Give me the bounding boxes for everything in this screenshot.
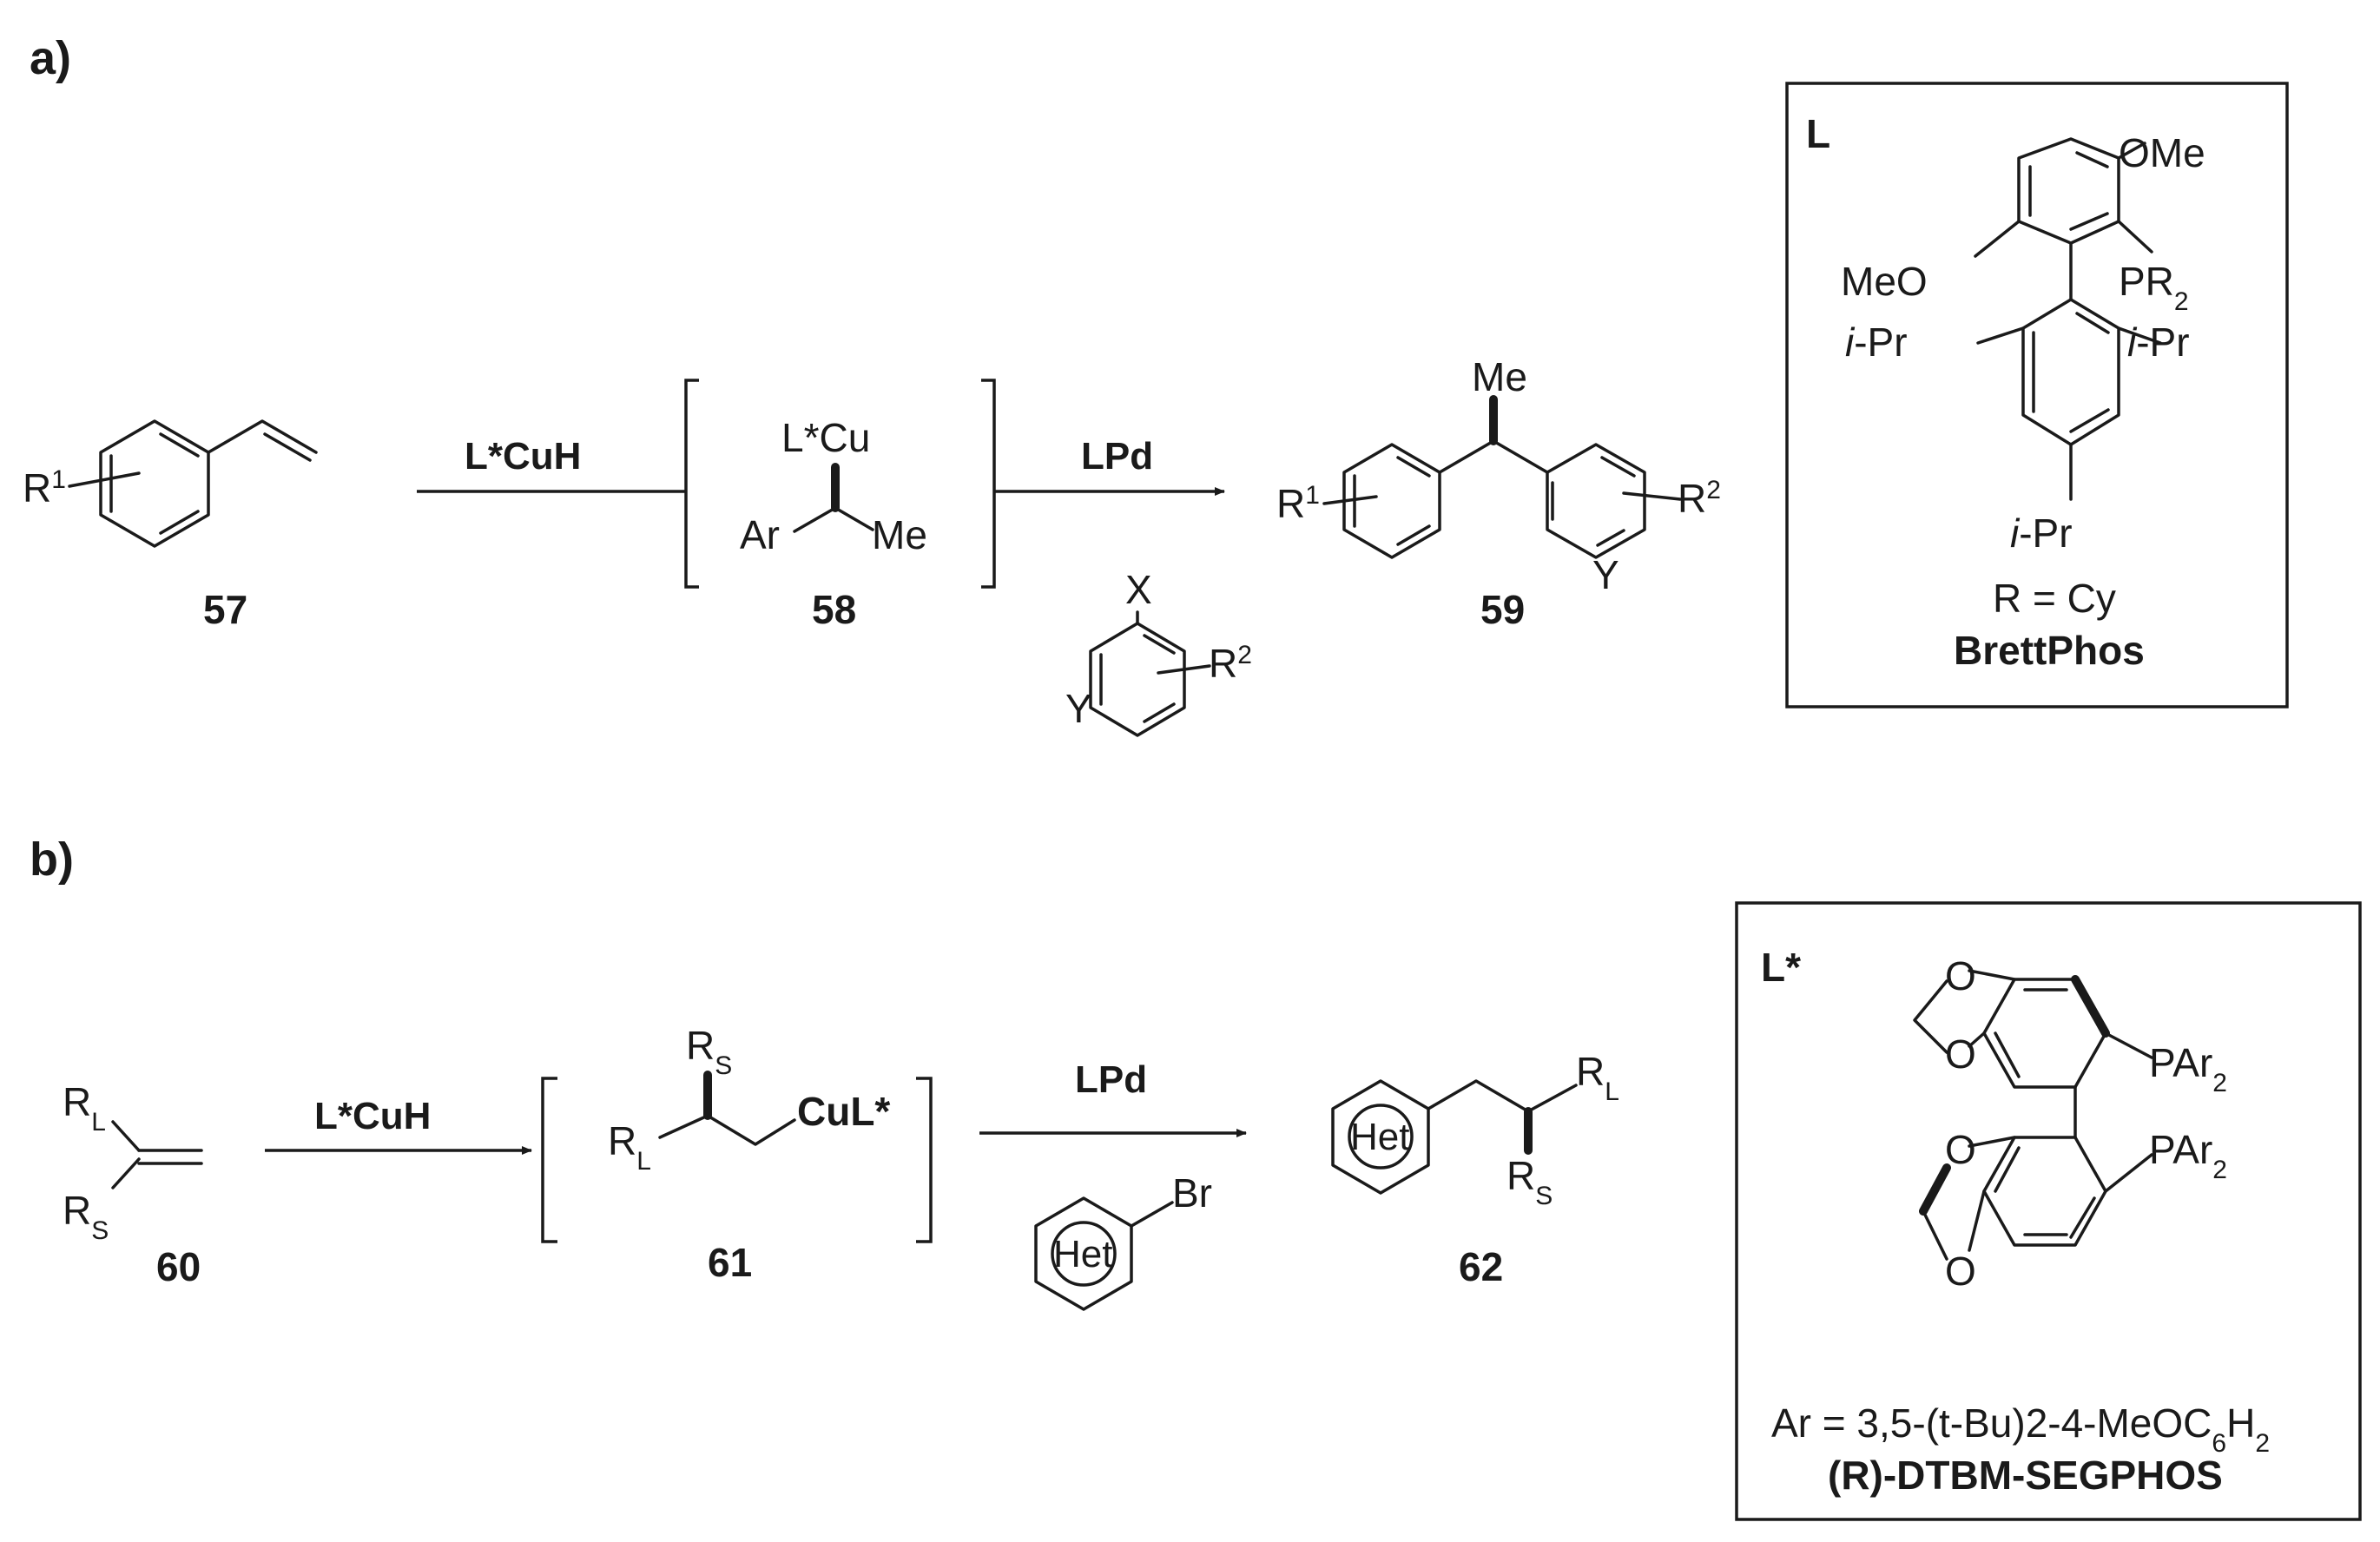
bracket-left-61	[541, 1077, 557, 1243]
compound-number-60: 60	[156, 1244, 201, 1289]
svg-text:O: O	[1945, 1249, 1976, 1294]
compound-60: RL RS 60	[63, 1079, 203, 1289]
compound-57: R1 57	[23, 419, 318, 632]
reagent-pd-b: LPd	[1075, 1058, 1147, 1101]
svg-text:Ar: Ar	[740, 512, 780, 557]
svg-text:R = Cy: R = Cy	[1993, 576, 2116, 621]
svg-text:MeO: MeO	[1841, 259, 1928, 304]
r1-label: R1	[23, 465, 66, 511]
svg-text:Me: Me	[1472, 354, 1527, 399]
svg-text:O: O	[1945, 1127, 1976, 1172]
reagent-cuh-a: L*CuH	[465, 435, 581, 478]
svg-text:RS: RS	[1506, 1153, 1553, 1210]
svg-text:Y: Y	[1065, 686, 1092, 731]
svg-text:O: O	[1945, 1031, 1976, 1077]
svg-text:RL: RL	[608, 1118, 651, 1176]
svg-text:Br: Br	[1172, 1170, 1212, 1216]
compound-62: Het RL RS 62	[1331, 1049, 1619, 1289]
segphos-structure: L* O O PAr2 O O PAr2 Ar = 3,5-(t-Bu)2-4-…	[1761, 945, 2270, 1498]
svg-text:L: L	[1806, 111, 1830, 156]
svg-text:RS: RS	[63, 1188, 109, 1245]
svg-text:R2: R2	[1678, 476, 1721, 522]
svg-text:X: X	[1125, 567, 1152, 612]
bracket-left-58	[684, 379, 699, 589]
svg-text:RL: RL	[63, 1079, 106, 1137]
svg-text:CuL*: CuL*	[797, 1089, 890, 1134]
svg-text:i-Pr: i-Pr	[1845, 320, 1908, 365]
compound-59: R1 Me Y R2 59	[1276, 354, 1721, 632]
svg-text:Het: Het	[1350, 1116, 1409, 1158]
r2-label-halide: R2	[1209, 641, 1252, 687]
bracket-right-61	[916, 1077, 933, 1243]
svg-text:Y: Y	[1592, 552, 1619, 597]
compound-number-57: 57	[203, 587, 247, 632]
panel-label-a: a)	[30, 32, 71, 84]
svg-text:PAr2: PAr2	[2149, 1040, 2227, 1097]
ligand-box-brettphos	[1785, 82, 2289, 708]
compound-58: L*Cu Ar Me 58	[740, 415, 927, 632]
heteroaryl-bromide: Het Br	[1034, 1170, 1212, 1311]
svg-text:PR2: PR2	[2119, 259, 2189, 316]
svg-text:L*: L*	[1761, 945, 1801, 990]
svg-text:RL: RL	[1576, 1049, 1619, 1106]
reagent-pd-a: LPd	[1081, 435, 1153, 478]
reagent-cuh-b: L*CuH	[314, 1095, 431, 1137]
svg-text:OMe: OMe	[2119, 130, 2205, 175]
brettphos-structure: L OMe MeO PR2 i-Pr i-Pr i-Pr R = Cy Bret…	[1806, 111, 2205, 673]
panel-label-b: b)	[30, 834, 74, 886]
svg-text:L*Cu: L*Cu	[781, 415, 870, 460]
svg-text:R1: R1	[1276, 481, 1320, 527]
svg-text:PAr2: PAr2	[2149, 1127, 2227, 1184]
svg-text:Me: Me	[872, 512, 927, 557]
compound-number-58: 58	[812, 587, 856, 632]
bracket-right-58	[981, 379, 996, 589]
ligand-box-segphos	[1735, 901, 2362, 1521]
compound-number-59: 59	[1480, 587, 1525, 632]
aryl-halide: X Y R2	[1065, 567, 1252, 737]
svg-text:i-Pr: i-Pr	[2010, 511, 2073, 556]
compound-number-61: 61	[708, 1240, 752, 1285]
svg-text:BrettPhos: BrettPhos	[1954, 628, 2145, 673]
compound-61: RS RL CuL* 61	[608, 1023, 890, 1285]
compound-number-62: 62	[1459, 1244, 1503, 1289]
svg-text:(R)-DTBM-SEGPHOS: (R)-DTBM-SEGPHOS	[1828, 1453, 2223, 1498]
svg-text:RS: RS	[686, 1023, 732, 1080]
svg-text:i-Pr: i-Pr	[2127, 320, 2190, 365]
svg-text:Ar = 3,5-(t-Bu)2-4-MeOC6H2: Ar = 3,5-(t-Bu)2-4-MeOC6H2	[1771, 1400, 2270, 1458]
svg-text:Het: Het	[1053, 1233, 1112, 1275]
svg-text:O: O	[1945, 953, 1976, 998]
